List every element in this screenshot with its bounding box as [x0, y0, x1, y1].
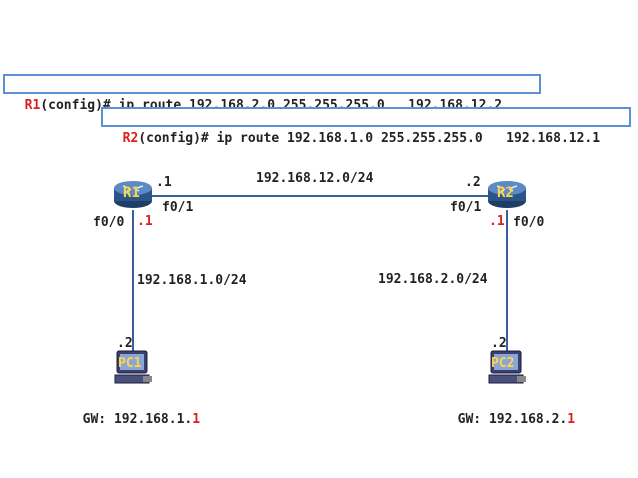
- r1-command-router: R1: [24, 98, 41, 113]
- r1-wan-iface: f0/1: [162, 200, 194, 215]
- pc2-gateway-prefix: GW: 192.168.2.: [457, 412, 568, 427]
- r1-name: R1: [123, 185, 140, 201]
- r2-name: R2: [497, 185, 514, 201]
- pc2-gateway: GW: 192.168.2.1: [442, 397, 575, 427]
- pc1-host: .2: [117, 336, 133, 351]
- pc-icon: [488, 350, 526, 384]
- wan-network-label: 192.168.12.0/24: [256, 171, 374, 186]
- r1-wan-host: .1: [156, 175, 172, 190]
- router-icon: [114, 181, 152, 208]
- pc1-name: PC1: [118, 356, 142, 371]
- r2-wan-iface: f0/1: [450, 200, 482, 215]
- pc1-gateway-prefix: GW: 192.168.1.: [82, 412, 193, 427]
- r1-lan-host: .1: [137, 214, 153, 229]
- r2-lan-host: .1: [489, 214, 505, 229]
- router-icon: [488, 181, 526, 208]
- r2-wan-host: .2: [465, 175, 481, 190]
- r2-command-router: R2: [122, 131, 139, 146]
- lan2-network-label: 192.168.2.0/24: [378, 272, 488, 287]
- pc-icon: [114, 350, 152, 384]
- lan1-network-label: 192.168.1.0/24: [137, 273, 247, 288]
- pc2-host: .2: [491, 336, 507, 351]
- pc2-gateway-last: 1: [567, 412, 576, 427]
- r2-command-text: (config)# ip route 192.168.1.0 255.255.2…: [138, 131, 601, 146]
- pc1-gateway-last: 1: [192, 412, 201, 427]
- r2-command-box: R2(config)# ip route 192.168.1.0 255.255…: [101, 107, 631, 146]
- pc2-name: PC2: [491, 356, 515, 371]
- pc1-gateway: GW: 192.168.1.1: [67, 397, 200, 427]
- r2-lan-iface: f0/0: [513, 215, 545, 230]
- r1-lan-iface: f0/0: [93, 215, 125, 230]
